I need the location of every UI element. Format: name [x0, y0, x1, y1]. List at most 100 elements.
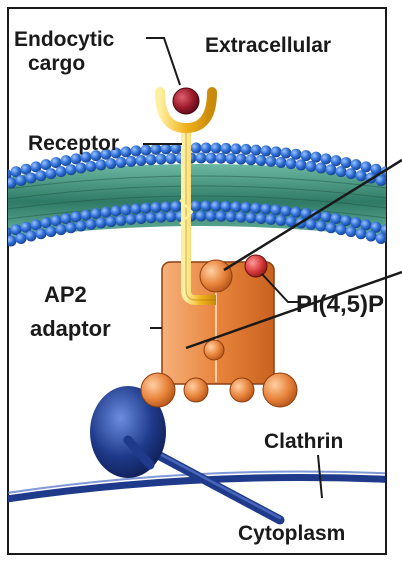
- lipid-head: [85, 160, 97, 172]
- lipid-head: [160, 143, 172, 155]
- pip-leader-line: [261, 273, 300, 303]
- lipid-head: [360, 219, 372, 231]
- lipid-head: [215, 152, 227, 164]
- lipid-head: [320, 153, 332, 165]
- lipid-head: [35, 170, 47, 182]
- lipid-head: [120, 204, 132, 216]
- lipid-head: [265, 155, 277, 167]
- lipid-head: [190, 200, 202, 212]
- lipid-head: [70, 153, 82, 165]
- lipid-head: [270, 204, 282, 216]
- ap2-subunit: [203, 339, 225, 361]
- label-ap2: AP2: [44, 282, 87, 307]
- lipid-head: [125, 213, 137, 225]
- lipid-head: [80, 151, 92, 163]
- lipid-head: [150, 143, 162, 155]
- lipid-head: [315, 220, 327, 232]
- pointer-line-lower: [185, 270, 402, 350]
- lipid-head: [155, 153, 167, 165]
- lipid-head: [150, 201, 162, 213]
- lipid-head: [125, 155, 137, 167]
- lipid-head: [375, 232, 386, 244]
- label-clathrin: Clathrin: [264, 430, 343, 453]
- label-receptor: Receptor: [28, 132, 119, 155]
- lipid-head: [200, 142, 212, 154]
- lipid-head: [360, 161, 372, 173]
- lipid-head: [290, 148, 302, 160]
- lipid-head: [230, 143, 242, 155]
- lipid-head: [170, 142, 182, 154]
- label-endocytic: Endocytic: [14, 28, 115, 51]
- label-cargo: cargo: [28, 52, 85, 75]
- lipid-head: [380, 224, 386, 236]
- lipid-head: [255, 154, 267, 166]
- lipid-head: [325, 222, 337, 234]
- membrane-head-layer-outer: [0, 142, 402, 191]
- lipid-head: [396, 180, 402, 191]
- lipid-head: [65, 164, 77, 176]
- lipid-head: [260, 203, 272, 215]
- lipid-head: [275, 214, 287, 226]
- lipid-head: [225, 153, 237, 165]
- lipid-head: [80, 209, 92, 221]
- lipid-head: [95, 217, 107, 229]
- lipid-head: [300, 150, 312, 162]
- lipid-head: [305, 160, 317, 172]
- lipid-head: [315, 162, 327, 174]
- lipid-head: [90, 208, 102, 220]
- lipid-head: [30, 219, 42, 231]
- lipid-head: [105, 216, 117, 228]
- lipid-head: [20, 163, 32, 175]
- lipid-head: [135, 212, 147, 224]
- lipid-head: [325, 164, 337, 176]
- lipid-head: [70, 211, 82, 223]
- lipid-head: [45, 226, 57, 238]
- lipid-head: [210, 200, 222, 212]
- lipid-head: [10, 166, 22, 178]
- lipid-head: [135, 154, 147, 166]
- lipid-head: [260, 145, 272, 157]
- lipid-head: [335, 166, 347, 178]
- lipid-head: [355, 170, 367, 182]
- lipid-head: [310, 151, 322, 163]
- label-pi45p: PI(4,5)P: [296, 291, 384, 318]
- lipid-head: [65, 222, 77, 234]
- label-adaptor: adaptor: [30, 316, 111, 341]
- lipid-head: [345, 168, 357, 180]
- lipid-head: [8, 235, 17, 247]
- lipid-head: [25, 172, 37, 184]
- lipid-head: [391, 169, 402, 180]
- lipid-head: [20, 221, 32, 233]
- lipid-head: [50, 157, 62, 169]
- lipid-head: [335, 224, 347, 236]
- lipid-head: [75, 162, 87, 174]
- lipid-head: [10, 224, 22, 236]
- lipid-head: [165, 153, 177, 165]
- lipid-head: [15, 174, 27, 186]
- lipid-head: [40, 217, 52, 229]
- lipid-head: [0, 180, 7, 191]
- lipid-head: [165, 211, 177, 223]
- lipid-head: [120, 146, 132, 158]
- lipid-head: [355, 228, 367, 240]
- lipid-head: [245, 154, 257, 166]
- lipid-head: [385, 180, 386, 186]
- lipid-head: [345, 226, 357, 238]
- lipid-head: [330, 213, 342, 225]
- lipid-head: [220, 200, 232, 212]
- pointer-line-upper: [223, 158, 402, 272]
- lipid-head: [40, 159, 52, 171]
- lipid-head: [8, 177, 17, 189]
- lipid-head: [195, 152, 207, 164]
- ap2-ear-right: [262, 372, 298, 408]
- lipid-head: [330, 155, 342, 167]
- ap2-binding-site: [199, 259, 233, 293]
- lipid-head: [30, 161, 42, 173]
- lipid-head: [85, 218, 97, 230]
- lipid-head: [60, 213, 72, 225]
- lipid-head: [250, 144, 262, 156]
- lipid-head: [50, 215, 62, 227]
- lipid-head: [140, 144, 152, 156]
